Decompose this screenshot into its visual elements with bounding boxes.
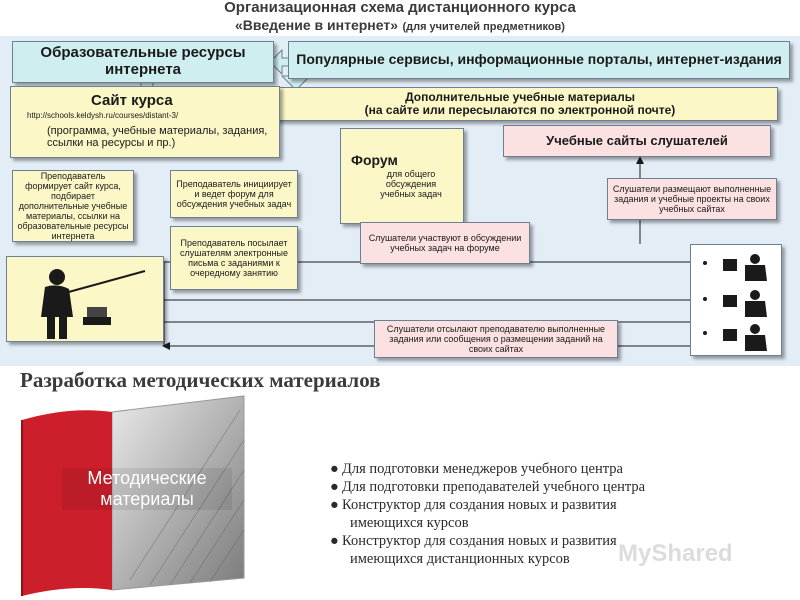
callout-learners-submit: Слушатели отсылают преподавателю выполне… bbox=[374, 320, 618, 358]
section-heading: Разработка методических материалов bbox=[20, 368, 381, 392]
students-frame bbox=[690, 244, 782, 356]
extra-materials-line2: (на сайте или пересылаются по электронно… bbox=[364, 103, 676, 117]
popular-services-label: Популярные сервисы, информационные порта… bbox=[296, 51, 782, 68]
extra-materials-box: Дополнительные учебные материалы (на сай… bbox=[262, 87, 778, 121]
forum-box: Форум для общего обсуждения учебных зада… bbox=[340, 128, 464, 224]
book-title-line2: материалы bbox=[100, 489, 194, 510]
callout-teacher-initiates: Преподаватель инициирует и ведет форум д… bbox=[170, 170, 298, 218]
bullet-dot-icon: ● bbox=[330, 479, 339, 495]
course-site-desc: (программа, учебные материалы, задания, … bbox=[47, 124, 268, 150]
bullet-dot-icon: ● bbox=[330, 497, 339, 513]
bullet-dot-icon: ● bbox=[330, 533, 339, 549]
course-site-url: http://schools.keldysh.ru/courses/distan… bbox=[27, 110, 179, 120]
forum-desc: для общего обсуждения учебных задач bbox=[380, 168, 442, 199]
methodical-bullets: ● Для подготовки менеджеров учебного цен… bbox=[328, 460, 748, 568]
callout-learners-participate-text: Слушатели участвуют в обсуждении учебных… bbox=[368, 232, 522, 253]
bullet-item: ● Для подготовки преподавателей учебного… bbox=[328, 478, 748, 496]
callout-teacher-initiates-text: Преподаватель инициирует и ведет форум д… bbox=[176, 178, 292, 210]
bullet-text-cont: имеющихся дистанционных курсов bbox=[350, 551, 570, 567]
bullet-text-cont: имеющихся курсов bbox=[350, 515, 469, 531]
edu-resources-label: Образовательные ресурсы интернета bbox=[40, 44, 246, 78]
bullet-item: ● Для подготовки менеджеров учебного цен… bbox=[328, 460, 748, 478]
bullet-text: Для подготовки менеджеров учебного центр… bbox=[342, 461, 623, 477]
teacher-at-blackboard-icon bbox=[41, 269, 146, 339]
diagram-title: Организационная схема дистанционного кур… bbox=[0, 0, 800, 34]
book-left-page bbox=[22, 410, 112, 596]
popular-services-box: Популярные сервисы, информационные порта… bbox=[288, 41, 790, 79]
teacher-frame bbox=[6, 256, 164, 342]
learner-sites-label: Учебные сайты слушателей bbox=[546, 132, 728, 148]
diagram-title-line2: «Введение в интернет» bbox=[235, 16, 398, 33]
student-at-computer-icon bbox=[703, 254, 767, 351]
course-site-title: Сайт курса bbox=[91, 92, 173, 109]
book-title-line1: Методические bbox=[87, 468, 207, 488]
forum-title: Форум bbox=[351, 152, 398, 169]
learner-sites-box: Учебные сайты слушателей bbox=[503, 125, 771, 157]
extra-materials-line1: Дополнительные учебные материалы bbox=[405, 89, 635, 104]
diagram-title-line1: Организационная схема дистанционного кур… bbox=[224, 0, 576, 16]
bullet-text: Конструктор для создания новых и развити… bbox=[342, 497, 617, 513]
callout-learners-post: Слушатели размещают выполненные задания … bbox=[607, 178, 777, 220]
bullet-item: ● Конструктор для создания новых и разви… bbox=[328, 532, 748, 568]
callout-learners-submit-text: Слушатели отсылают преподавателю выполне… bbox=[386, 323, 606, 355]
bullet-text: Для подготовки преподавателей учебного ц… bbox=[342, 479, 646, 495]
callout-teacher-forms-text: Преподаватель формирует сайт курса, подб… bbox=[17, 170, 129, 242]
callout-learners-participate: Слушатели участвуют в обсуждении учебных… bbox=[360, 222, 530, 264]
callout-teacher-sends: Преподаватель посылает слушателям электр… bbox=[170, 226, 298, 290]
watermark: MyShared bbox=[618, 540, 733, 567]
callout-learners-post-text: Слушатели размещают выполненные задания … bbox=[612, 183, 772, 215]
bullet-text: Конструктор для создания новых и развити… bbox=[342, 533, 617, 549]
course-site-box: Сайт курса http://schools.keldysh.ru/cou… bbox=[10, 86, 280, 158]
callout-teacher-sends-text: Преподаватель посылает слушателям электр… bbox=[179, 237, 289, 279]
callout-teacher-forms: Преподаватель формирует сайт курса, подб… bbox=[12, 170, 134, 242]
bullet-item: ● Конструктор для создания новых и разви… bbox=[328, 496, 748, 532]
bullet-dot-icon: ● bbox=[330, 461, 339, 477]
book-title: Методические материалы bbox=[62, 468, 232, 511]
edu-resources-box: Образовательные ресурсы интернета bbox=[12, 41, 274, 83]
diagram-title-line3: (для учителей предметников) bbox=[402, 20, 565, 33]
